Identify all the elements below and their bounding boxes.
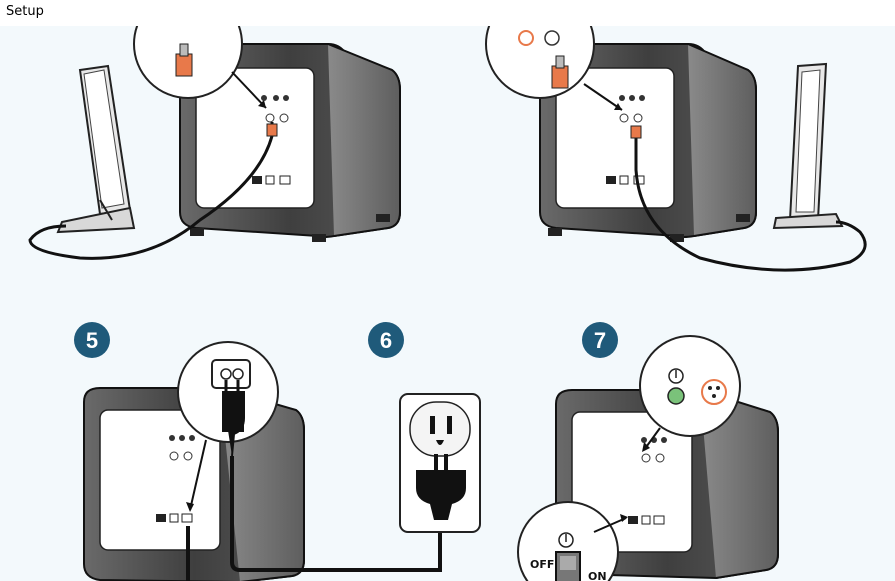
top-left-illustration	[28, 26, 401, 260]
power-switch-callout: OFF ON	[517, 501, 628, 581]
step-badge-5: 5	[74, 322, 110, 358]
monitor-left	[56, 64, 136, 234]
audio-cable-top-left	[28, 122, 274, 260]
window-title: Setup	[6, 4, 44, 19]
power-plug	[416, 454, 466, 520]
step-7-illustration: OFF ON	[517, 335, 779, 581]
subwoofer-top-left	[179, 43, 401, 242]
subwoofer-top-right	[539, 43, 757, 242]
magnifier-callout-top-left	[133, 26, 267, 109]
step-badge-7: 7	[582, 322, 618, 358]
step-number-6: 6	[380, 328, 392, 353]
top-right-illustration	[485, 26, 867, 272]
audio-cable-top-right	[634, 130, 867, 272]
setup-diagram: 5 6 7	[0, 26, 895, 581]
step-6-illustration	[399, 393, 481, 533]
magnifier-callout-step-7-led	[639, 335, 741, 452]
magnifier-callout-step-5	[177, 341, 279, 457]
power-led	[667, 387, 685, 405]
power-cable-step-5	[186, 456, 442, 581]
step-number-7: 7	[594, 328, 606, 353]
step-badge-6: 6	[368, 322, 404, 358]
magnifier-callout-top-right	[485, 26, 623, 111]
step-5-illustration	[83, 341, 442, 581]
monitor-right	[772, 62, 844, 230]
switch-off-label: OFF	[530, 558, 554, 571]
step-number-5: 5	[86, 328, 98, 353]
switch-on-label: ON	[588, 570, 607, 581]
